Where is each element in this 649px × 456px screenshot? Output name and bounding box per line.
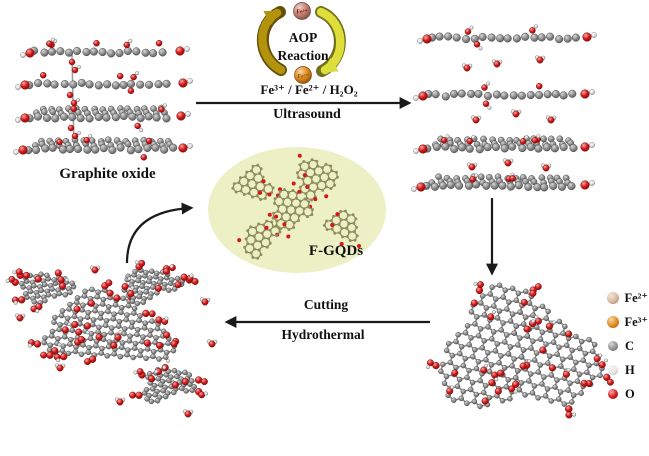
go-fragments-structure: [5, 259, 218, 418]
exfoliated-go-structure: [411, 24, 597, 192]
aop-label-line1: AOP: [288, 30, 318, 45]
legend-ball-box: [606, 292, 619, 304]
legend-label-carbon: C: [625, 338, 635, 353]
fgqds-label: F-GQDs: [308, 243, 364, 259]
legend-item-oxygen: O: [606, 387, 648, 401]
legend-label-oxygen: O: [625, 386, 635, 401]
fgqds-ellipse: [208, 147, 386, 273]
legend-label-fe3: Fe³⁺: [624, 315, 648, 329]
go-sheet-structure: [426, 281, 614, 419]
legend-item-hydrogen: H: [606, 363, 648, 377]
cycle-fe3-ion-label: Fe³⁺: [297, 74, 308, 80]
graphite-oxide-label: Graphite oxide: [59, 166, 156, 182]
cutting-label: Cutting: [303, 297, 349, 312]
legend: Fe²⁺ Fe³⁺ C H O: [606, 291, 648, 411]
legend-item-fe2: Fe²⁺: [606, 291, 648, 305]
aop-label-line2: Reaction: [277, 47, 329, 63]
legend-item-carbon: C: [606, 339, 648, 353]
legend-ball-box: [606, 389, 620, 399]
aop-reaction-label: AOP Reaction: [257, 29, 349, 64]
carbon-ball-icon: [608, 341, 618, 351]
fe2-ball-icon: [606, 292, 619, 304]
fe3-ball-icon: [606, 316, 619, 328]
hydrogen-ball-icon: [608, 365, 618, 375]
ultrasound-label: Ultrasound: [273, 107, 341, 122]
legend-ball-box: [606, 316, 619, 328]
oxygen-ball-icon: [608, 389, 618, 399]
aop-cycle-diagram: [256, 2, 346, 84]
fenton-reagents-label: Fe³⁺ / Fe²⁺ / H₂O₂: [260, 82, 358, 97]
legend-ball-box: [606, 341, 620, 351]
process-arrows: [125, 97, 498, 328]
legend-item-fe3: Fe³⁺: [606, 315, 648, 329]
graphite-oxide-structure: [13, 37, 193, 161]
legend-label-hydrogen: H: [625, 362, 635, 377]
cycle-fe2-ion-label: Fe²⁺: [296, 10, 307, 16]
legend-label-fe2: Fe²⁺: [624, 291, 648, 305]
hydrothermal-label: Hydrothermal: [281, 327, 365, 342]
legend-ball-box: [606, 365, 620, 375]
